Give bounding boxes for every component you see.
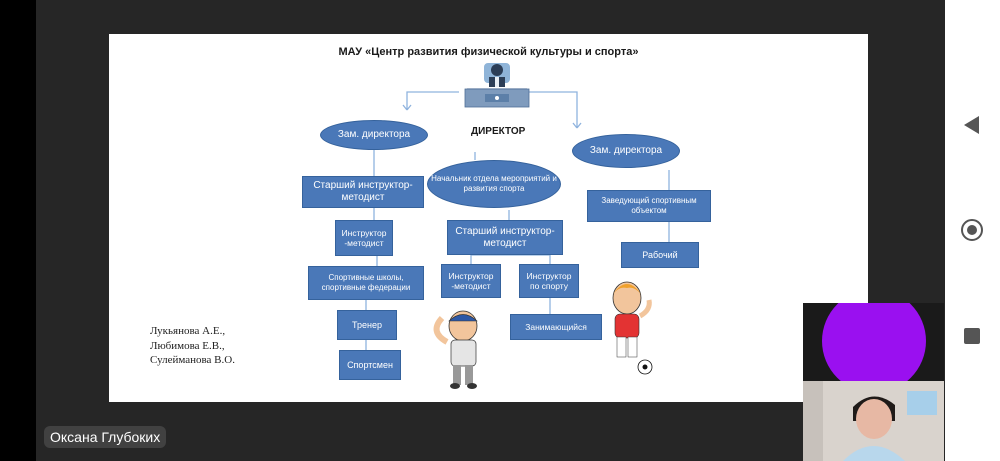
participant-video <box>803 381 944 461</box>
back-triangle-icon[interactable] <box>960 113 984 137</box>
participant-name-label: Оксана Глубоких <box>44 426 167 448</box>
deputy-director-left: Зам. директора <box>320 120 428 150</box>
instructor-methodist-left: Инструктор -методист <box>335 220 393 256</box>
department-head: Начальник отдела мероприятий и развития … <box>427 160 561 208</box>
boy-football-cartoon-icon <box>612 281 653 375</box>
facility-head: Заведующий спортивным объектом <box>587 190 711 222</box>
senior-instructor-middle: Старший инструктор-методист <box>447 220 563 255</box>
coach-cartoon-icon <box>433 310 478 389</box>
participant-video-tile[interactable] <box>803 381 944 461</box>
author-2: Любимова Е.В., <box>150 339 225 352</box>
director-label: ДИРЕКТОР <box>471 126 526 137</box>
purple-avatar <box>822 289 926 393</box>
worker: Рабочий <box>621 242 699 268</box>
author-1: Лукьянова А.Е., <box>150 325 226 337</box>
android-navigation-bar <box>945 0 1000 461</box>
senior-instructor-left: Старший инструктор-методист <box>302 176 424 208</box>
coach: Тренер <box>337 310 397 340</box>
author-3: Сулейманова В.О. <box>150 354 235 367</box>
trainee: Занимающийся <box>510 314 602 340</box>
recents-square-icon[interactable] <box>960 324 984 348</box>
presentation-slide: МАУ «Центр развития физической культуры … <box>109 34 868 402</box>
instructor-sport: Инструктор по спорту <box>519 264 579 298</box>
instructor-methodist-middle: Инструктор -методист <box>441 264 501 298</box>
slide-title: МАУ «Центр развития физической культуры … <box>338 46 639 58</box>
org-chart-connectors <box>365 63 670 389</box>
authors-list: Лукьянова А.Е., Любимова Е.В., Сулеймано… <box>150 324 235 368</box>
sports-schools: Спортивные школы, спортивные федерации <box>308 266 424 300</box>
deputy-director-right: Зам. директора <box>572 134 680 168</box>
director-desk-icon <box>464 63 530 108</box>
athlete: Спортсмен <box>339 350 401 380</box>
home-circle-icon[interactable] <box>960 218 984 242</box>
participant-tile-top[interactable] <box>803 289 944 393</box>
